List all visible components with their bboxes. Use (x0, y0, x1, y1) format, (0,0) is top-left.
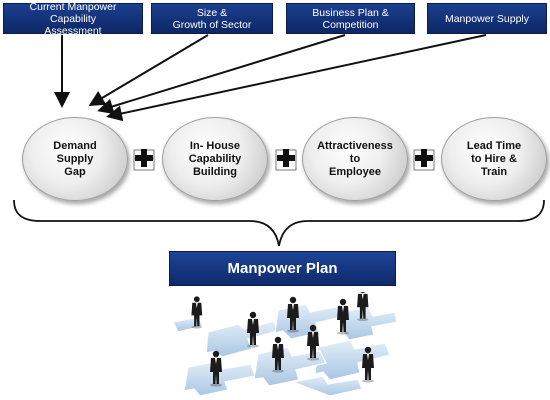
brace (13, 199, 545, 247)
factor-in-house-capability: In- House Capability Building (162, 117, 268, 201)
factor-lead-time: Lead Time to Hire & Train (441, 117, 547, 201)
manpower-plan-box: Manpower Plan (169, 251, 396, 286)
input-size-growth-sector: Size & Growth of Sector (151, 3, 273, 34)
input-label: Manpower Supply (444, 12, 530, 25)
factor-attractiveness: Attractiveness to Employee (302, 117, 408, 201)
output-label: Manpower Plan (227, 260, 338, 277)
plus-icon (275, 149, 297, 171)
factor-label: In- House Capability Building (188, 139, 242, 178)
factor-label: Demand Supply Gap (53, 139, 97, 178)
input-manpower-supply: Manpower Supply (427, 3, 547, 34)
factor-label: Lead Time to Hire & Train (466, 139, 522, 178)
factor-label: Attractiveness to Employee (317, 139, 393, 178)
input-current-manpower-capability: Current Manpower Capability Assessment (3, 0, 143, 37)
arrow-size-growth (88, 34, 209, 107)
arrow-manpower-supply (106, 34, 487, 122)
people-on-puzzle-illustration (172, 292, 398, 397)
factor-demand-supply-gap: Demand Supply Gap (22, 117, 128, 201)
plus-icon (133, 149, 155, 171)
input-business-plan-competition: Business Plan & Competition (286, 3, 415, 34)
plus-icon (413, 149, 435, 171)
input-label: Current Manpower Capability Assessment (29, 0, 117, 37)
arrow-business-plan (97, 34, 346, 115)
input-label: Business Plan & Competition (312, 6, 389, 31)
input-label: Size & Growth of Sector (172, 6, 252, 31)
